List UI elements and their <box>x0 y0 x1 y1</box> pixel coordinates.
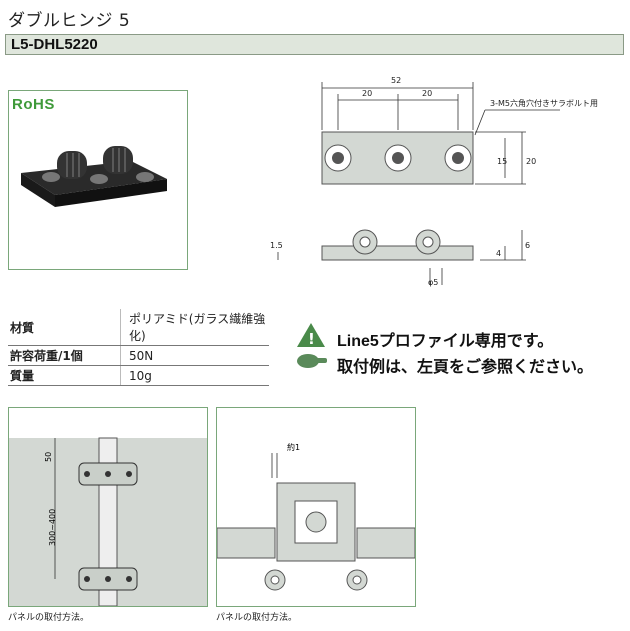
dim-overall: 52 <box>391 76 401 85</box>
dimension-drawing: 52 20 20 3-M5六角穴付きサラボルト用 15 20 1.5 4 6 φ… <box>270 76 598 287</box>
pointing-hand-icon <box>296 352 328 374</box>
mount-section-drawing: 約1 <box>216 442 416 591</box>
dim-thickness: 1.5 <box>270 241 283 250</box>
dim-height-inner: 15 <box>497 157 507 166</box>
spec-row: 材質ポリアミド(ガラス繊維強化) <box>8 309 269 346</box>
page-title: ダブルヒンジ 5 <box>8 11 131 31</box>
dim-side-6: 6 <box>525 241 530 250</box>
hinge-photo-illustration <box>21 146 167 207</box>
mount-vertical-drawing: 50 300~400 <box>9 437 207 607</box>
dim-pin-dia: φ5 <box>428 278 438 287</box>
hole-note: 3-M5六角穴付きサラボルト用 <box>490 98 598 108</box>
dim-height-outer: 20 <box>526 157 536 166</box>
mount-example-section: 約1 <box>216 407 416 607</box>
rohs-logo: RoHS <box>12 96 55 113</box>
product-photo <box>8 90 188 270</box>
dim-pitch-right: 20 <box>422 89 432 98</box>
warning-note: Line5プロファイル専用です。 <box>337 333 554 350</box>
dim-pitch-left: 20 <box>362 89 372 98</box>
mount-dim-span: 300~400 <box>48 509 57 546</box>
svg-text:!: ! <box>308 330 315 348</box>
product-code: L5-DHL5220 <box>11 36 98 53</box>
mount-dim-top: 50 <box>44 452 53 462</box>
mount-caption-section: パネルの取付方法。 <box>216 613 298 623</box>
mount-example-vertical: 50 300~400 <box>8 407 208 607</box>
dim-side-4: 4 <box>496 249 501 258</box>
mount-caption-vertical: パネルの取付方法。 <box>8 613 90 623</box>
warning-icon: ! <box>296 322 326 352</box>
reference-note: 取付例は、左頁をご参照ください。 <box>337 359 594 376</box>
product-code-bar: L5-DHL5220 <box>5 34 624 55</box>
mount-gap: 約1 <box>287 442 300 452</box>
